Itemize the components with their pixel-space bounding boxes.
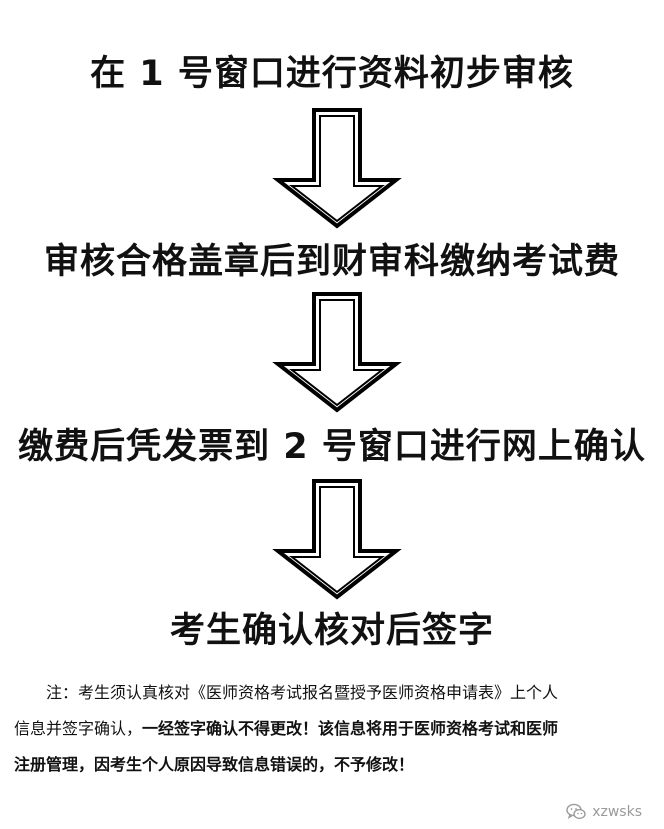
step-3-text: 缴费后凭发票到 2 号窗口进行网上确认 (18, 427, 646, 467)
down-arrow-3 (272, 479, 402, 600)
note-line-2-plain: 信息并签字确认， (14, 719, 143, 738)
step-2-text: 审核合格盖章后到财审科缴纳考试费 (43, 242, 620, 282)
note-line-1: 注：考生须认真核对《医师资格考试报名暨授予医师资格申请表》上个人 (46, 683, 559, 702)
step-1-text: 在 1 号窗口进行资料初步审核 (90, 54, 574, 94)
watermark: xzwsks (566, 801, 642, 823)
wechat-icon (566, 803, 586, 820)
note-line-2-bold: 一经签字确认不得更改！该信息将用于医师资格考试和医师 (142, 719, 559, 738)
note-line-2: 信息并签字确认，一经签字确认不得更改！该信息将用于医师资格考试和医师 (0, 711, 664, 747)
note-line-3: 注册管理，因考生个人原因导致信息错误的，不予修改！ (14, 755, 415, 774)
down-arrow-2 (272, 292, 402, 413)
step-4-text: 考生确认核对后签字 (169, 611, 494, 651)
watermark-text: xzwsks (592, 804, 642, 820)
note-paragraph: 注：考生须认真核对《医师资格考试报名暨授予医师资格申请表》上个人 信息并签字确认… (0, 675, 664, 783)
down-arrow-1 (272, 108, 402, 229)
